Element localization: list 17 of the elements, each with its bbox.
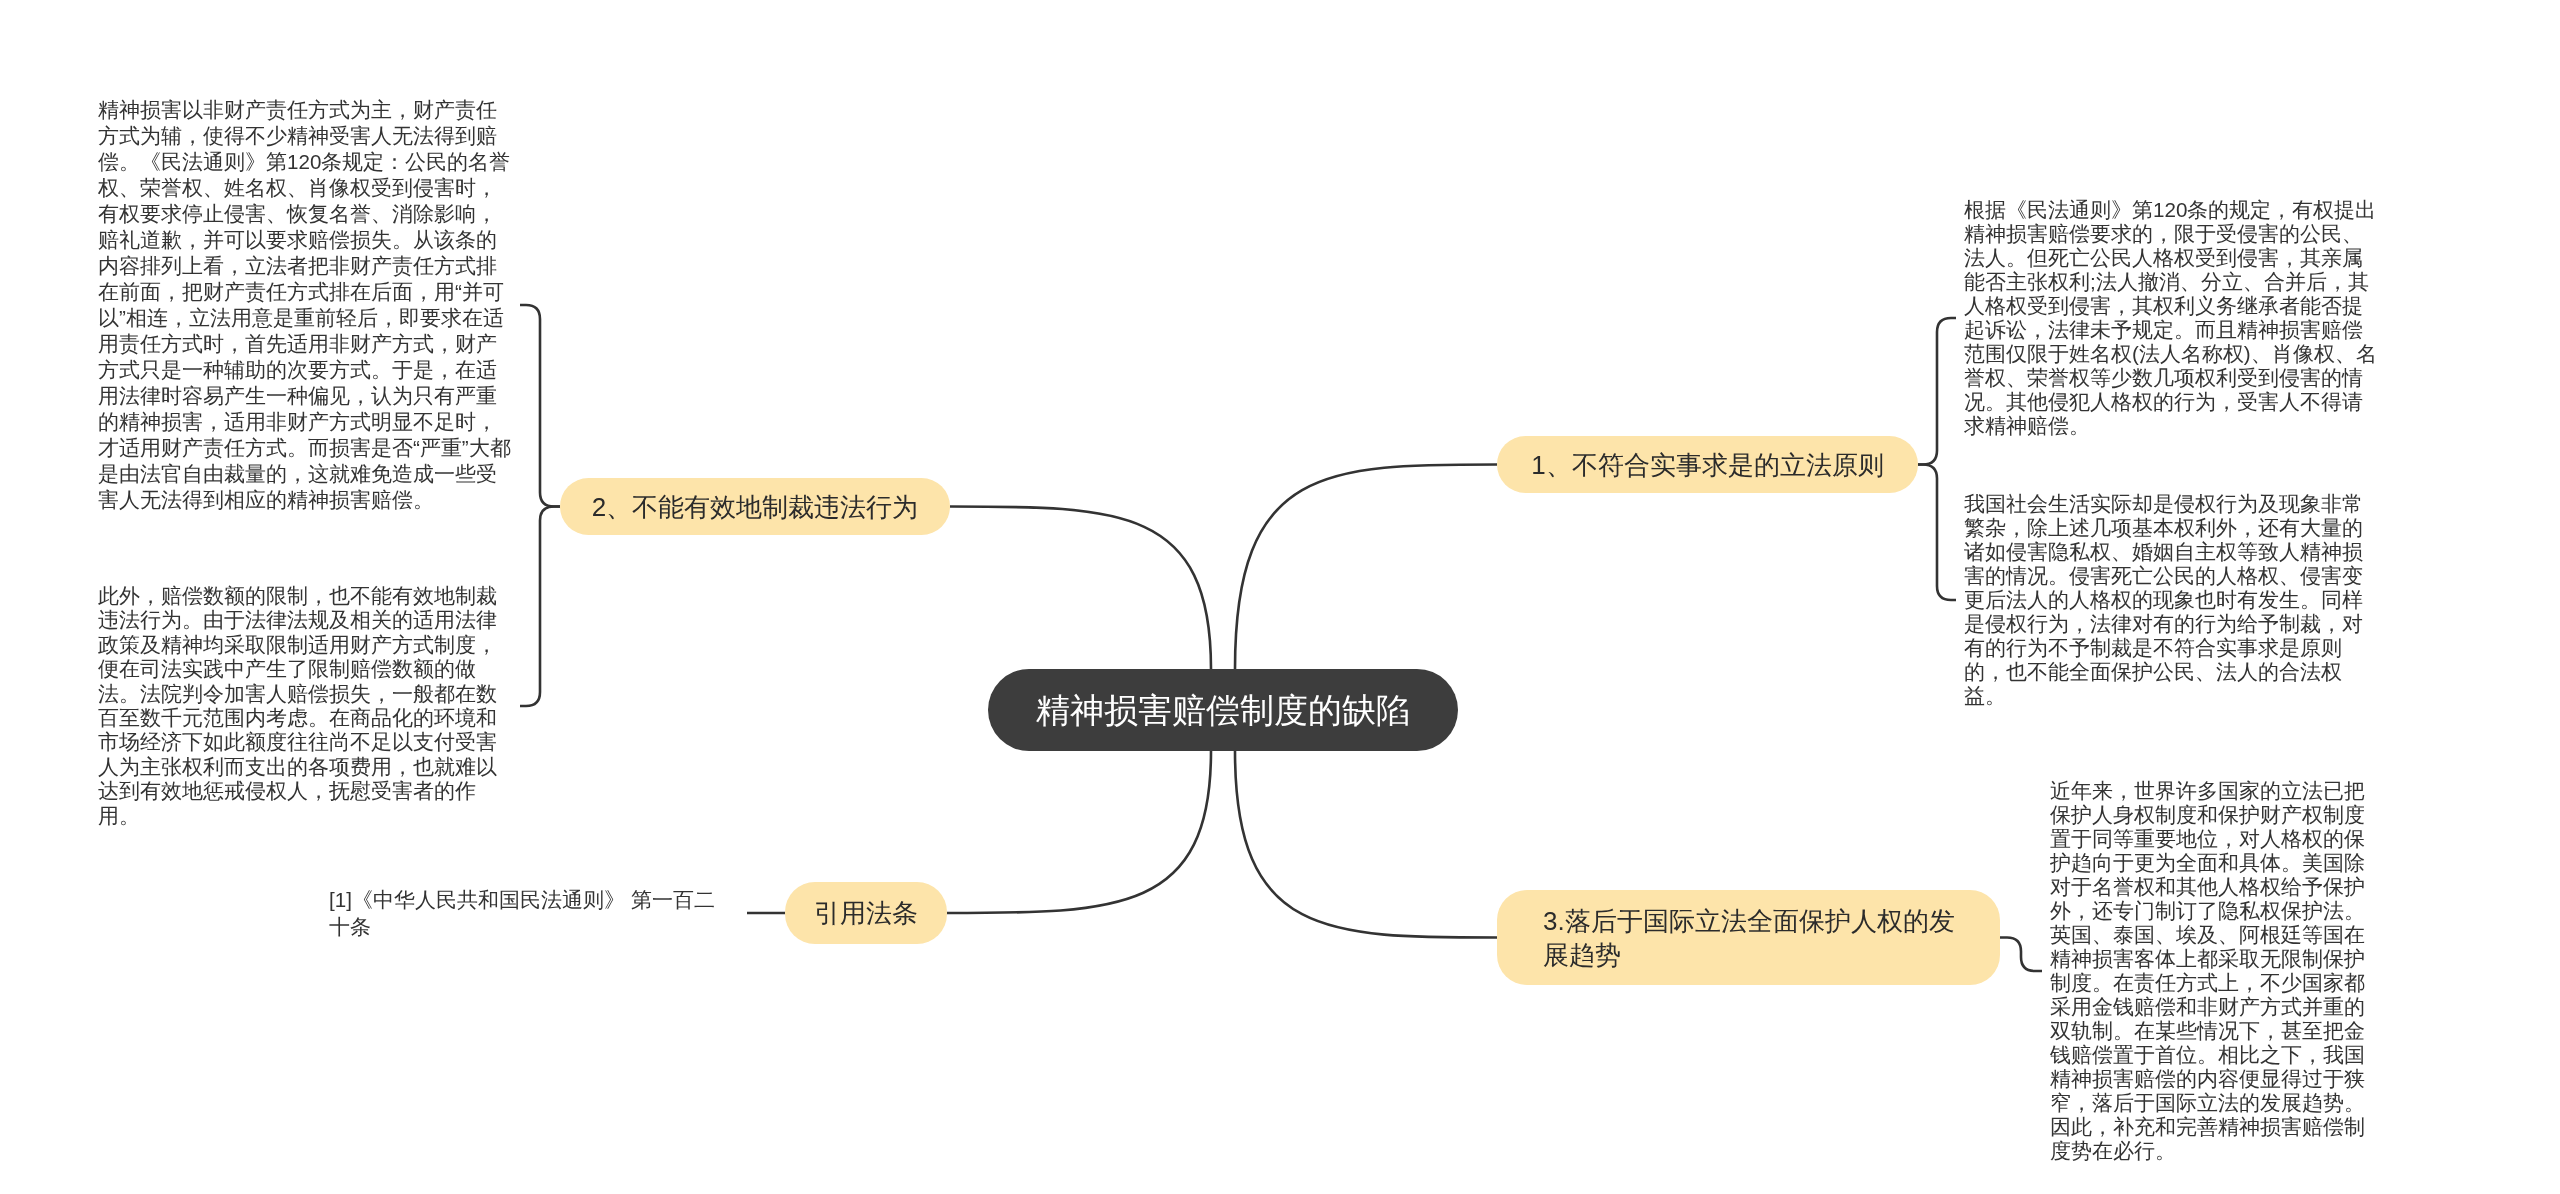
subtopic-pill: 2、不能有效地制裁违法行为 bbox=[560, 478, 950, 535]
note-text: 近年来，世界许多国家的立法已把保护人身权制度和保护财产权制度置于同等重要地位，对人格权的保护趋向于更为全面和具体。美国除对于名誉权和其他人格权给予保护外，还专门制订了隐私权保护法。英国、泰国、埃及、阿根廷等国在精神损害客体上都采取无限制保护制度。在责任方式上，不少国家都采用金钱赔偿和非财产方式并重的双轨制。在某些情况下，甚至把金钱赔偿置于首位。相比之下，我国精神损害赔偿的内容便显得过于狭窄，落后于国际立法的发展趋势。因此，补充和完善精神损害赔偿制度势在必行。 bbox=[2042, 779, 2384, 1163]
bracket-line bbox=[2000, 936, 2042, 973]
connector-curve bbox=[950, 505, 1213, 670]
note-text: 根据《民法通则》第120条的规定，有权提出精神损害赔偿要求的，限于受侵害的公民、法人。但死亡公民人格权受到侵害，其亲属能否主张权利;法人撤消、分立、合并后，其人格权受到侵害，其权利义务继承者能否提起诉讼，法律未予规定。而且精神损害赔偿范围仅限于姓名权(法人名称权)、肖像权、名誉权、荣誉权等少数几项权利受到侵害的情况。其他侵犯人格权的行为，受害人不得请求精神赔偿。 bbox=[1956, 198, 2380, 438]
subtopic-pill: 1、不符合实事求是的立法原则 bbox=[1497, 436, 1918, 493]
note-text: [1]《中华人民共和国民法通则》 第一百二十条 bbox=[329, 886, 747, 940]
connector-curve bbox=[1233, 463, 1497, 670]
bracket-line bbox=[747, 911, 785, 915]
subtopic-pill: 3.落后于国际立法全面保护人权的发展趋势 bbox=[1497, 890, 2000, 985]
note-text: 精神损害以非财产责任方式为主，财产责任方式为辅，使得不少精神受害人无法得到赔偿。《民法通则》第120条规定：公民的名誉权、荣誉权、姓名权、肖像权受到侵害时，有权要求停止侵害、恢复名誉、消除影响，赔礼道歉，并可以要求赔偿损失。从该条的内容排列上看，立法者把非财产责任方式排在前面，把财产责任方式排在后面，用“并可以”相连，立法用意是重前轻后，即要求在适用责任方式时，首先适用非财产方式，财产方式只是一种辅助的次要方式。于是，在适用法律时容易产生一种偏见，认为只有严重的精神损害，适用非财产方式明显不足时，才适用财产责任方式。而损害是否“严重”大都是由法官自由裁量的，这就难免造成一些受害人无法得到相应的精神损害赔偿。 bbox=[98, 97, 520, 513]
connector-curve bbox=[1233, 750, 1497, 939]
connector-curve bbox=[947, 750, 1213, 915]
note-text: 我国社会生活实际却是侵权行为及现象非常繁杂，除上述几项基本权利外，还有大量的诸如侵害隐私权、婚姻自主权等致人精神损害的情况。侵害死亡公民的人格权、侵害变更后法人的人格权的现象也时有发生。同样是侵权行为，法律对有的行为给予制裁，对有的行为不予制裁是不符合实事求是原则的，也不能全面保护公民、法人的合法权益。 bbox=[1956, 492, 2380, 708]
central-topic: 精神损害赔偿制度的缺陷 bbox=[988, 669, 1458, 751]
subtopic-pill: 引用法条 bbox=[785, 882, 947, 944]
note-text: 此外，赔偿数额的限制，也不能有效地制裁违法行为。由于法律法规及相关的适用法律政策及精神均采取限制适用财产方式制度，便在司法实践中产生了限制赔偿数额的做法。法院判令加害人赔偿损失，一般都在数百至数千元范围内考虑。在商品化的环境和市场经济下如此额度往往尚不足以支付受害人为主张权利而支出的各项费用，也就难以达到有效地惩戒侵权人，抚慰受害者的作用。 bbox=[98, 584, 520, 829]
